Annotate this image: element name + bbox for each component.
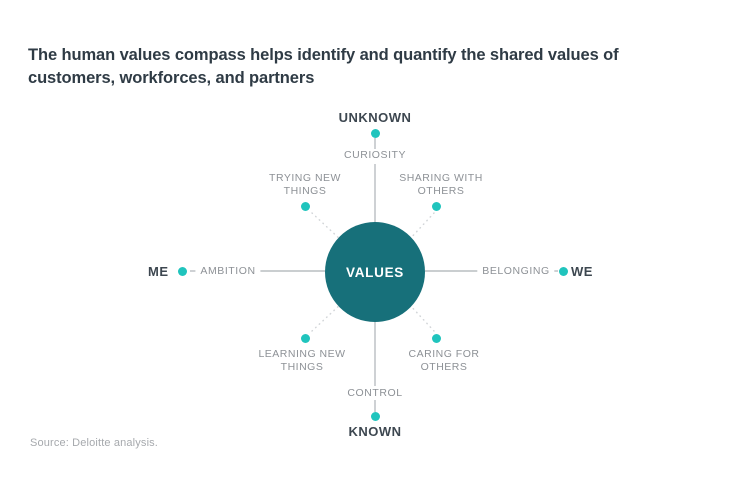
diagonal-label-upper-right-line2: OTHERS <box>417 185 465 198</box>
pole-label-west: ME <box>148 264 169 279</box>
marker-dot-upper-left[interactable] <box>300 201 310 211</box>
marker-dot-lower-left[interactable] <box>300 333 310 343</box>
source-note: Source: Deloitte analysis. <box>30 437 159 449</box>
axis-label-ambition: AMBITION <box>195 265 261 279</box>
page-title: The human values compass helps identify … <box>28 46 619 88</box>
diagonal-label-upper-left-line2: THINGS <box>283 185 327 198</box>
marker-dot-lower-right[interactable] <box>431 333 441 343</box>
marker-dot-west[interactable] <box>178 266 187 276</box>
center-node-label: VALUES <box>346 264 404 280</box>
pole-label-north: UNKNOWN <box>338 110 412 125</box>
pole-label-south: KNOWN <box>348 424 402 439</box>
pole-label-east: WE <box>571 264 593 279</box>
diagonal-line-lower-left <box>311 302 343 332</box>
diagonal-label-upper-left: TRYING NEW THINGS <box>250 172 360 198</box>
diagonal-label-upper-right: SHARING WITH OTHERS <box>381 172 501 198</box>
diagonal-label-upper-left-line1: TRYING NEW <box>269 172 341 184</box>
diagonal-label-lower-left-line2: THINGS <box>280 361 324 374</box>
marker-dot-east[interactable] <box>559 266 568 276</box>
axis-label-belonging: BELONGING <box>477 265 555 279</box>
marker-dot-south[interactable] <box>370 411 380 421</box>
center-node-values[interactable]: VALUES <box>325 222 425 322</box>
diagonal-label-lower-right-line1: CARING FOR <box>408 348 480 360</box>
diagonal-label-lower-left-line1: LEARNING NEW <box>258 348 346 360</box>
diagonal-label-upper-right-line1: SHARING WITH <box>399 172 483 184</box>
diagonal-label-lower-right-line2: OTHERS <box>420 361 468 374</box>
marker-dot-upper-right[interactable] <box>431 201 441 211</box>
axis-label-curiosity: CURIOSITY <box>338 149 412 163</box>
axis-label-control: CONTROL <box>342 387 408 401</box>
diagonal-line-upper-left <box>311 212 343 242</box>
marker-dot-north[interactable] <box>370 128 380 138</box>
diagonal-line-lower-right <box>407 302 435 332</box>
diagonal-line-upper-right <box>407 212 435 242</box>
diagonal-label-lower-right: CARING FOR OTHERS <box>389 348 499 374</box>
diagonal-label-lower-left: LEARNING NEW THINGS <box>242 348 362 374</box>
